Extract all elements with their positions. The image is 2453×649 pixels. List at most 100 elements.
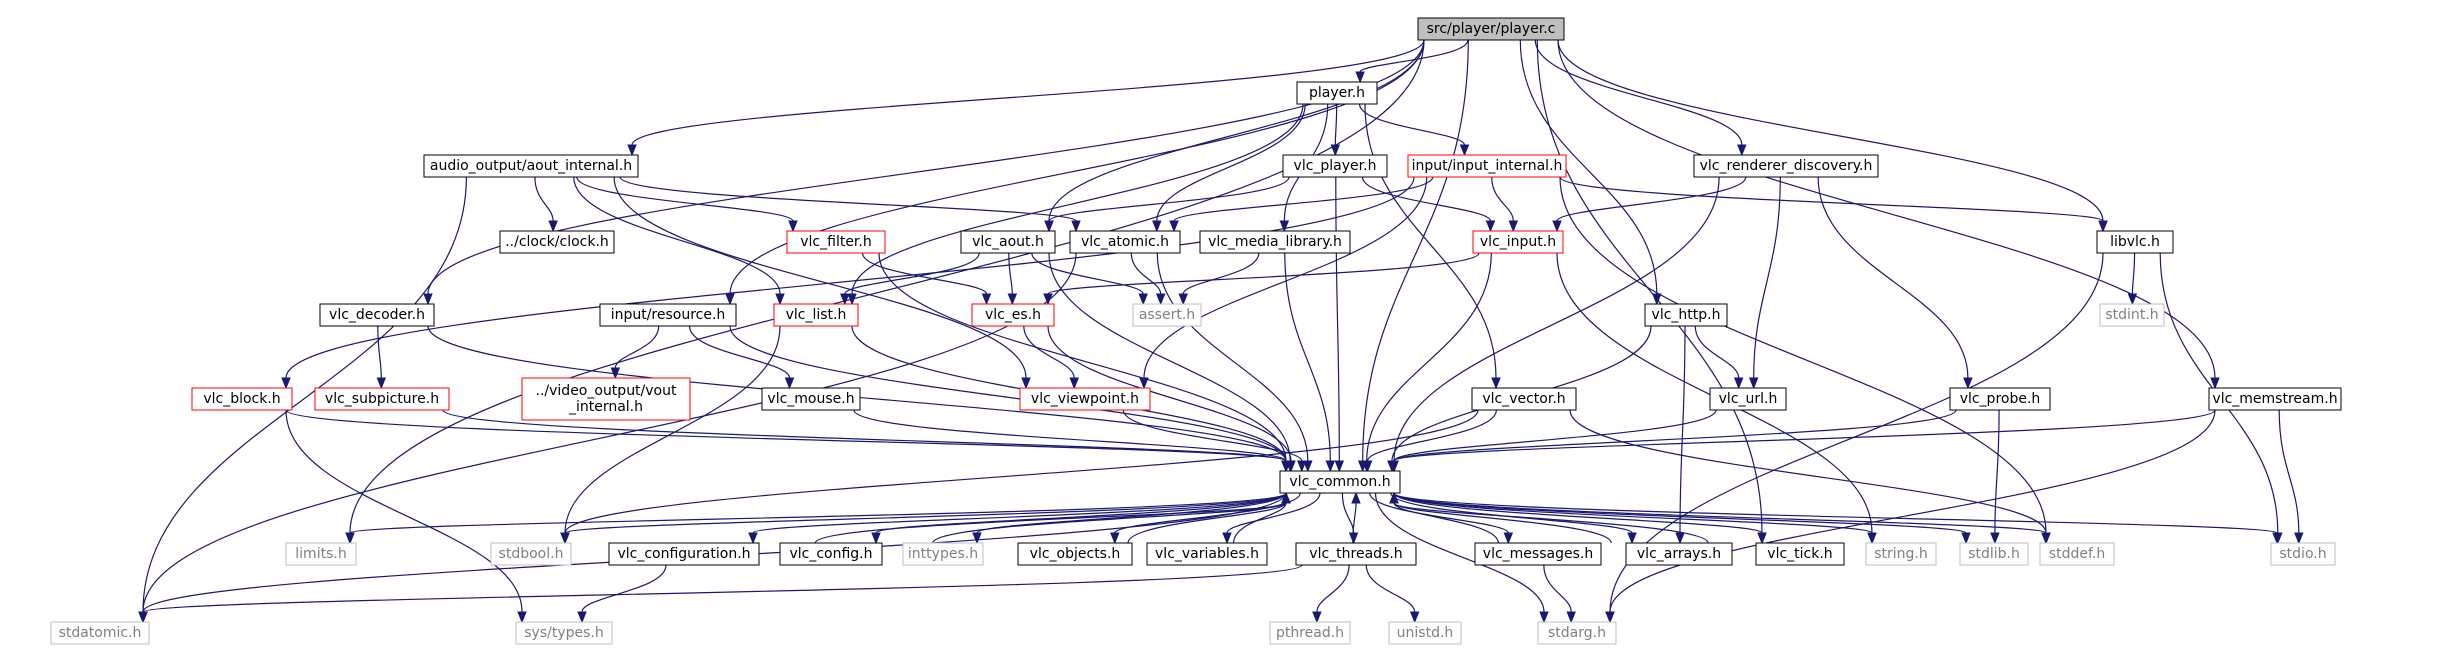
node-stdarg[interactable]: stdarg.h bbox=[1537, 621, 1617, 645]
node-vlc-aout[interactable]: vlc_aout.h bbox=[960, 230, 1056, 254]
node-vlc-vector[interactable]: vlc_vector.h bbox=[1471, 387, 1577, 411]
node-vlc-viewpoint[interactable]: vlc_viewpoint.h bbox=[1019, 387, 1151, 411]
node-label: vlc_block.h bbox=[203, 391, 280, 407]
node-box bbox=[423, 154, 639, 178]
node-vlc-objects[interactable]: vlc_objects.h bbox=[1017, 542, 1133, 566]
node-vlc-http[interactable]: vlc_http.h bbox=[1644, 303, 1728, 327]
node-label: _internal.h bbox=[568, 399, 643, 415]
node-stdint[interactable]: stdint.h bbox=[2099, 303, 2165, 327]
edge-vlc_threads-to-vlc_common bbox=[1351, 491, 1361, 544]
node-player-h[interactable]: player.h bbox=[1296, 81, 1378, 105]
node-vlc-input[interactable]: vlc_input.h bbox=[1472, 230, 1564, 254]
node-assert[interactable]: assert.h bbox=[1132, 303, 1202, 327]
node-stdlib[interactable]: stdlib.h bbox=[1959, 542, 2029, 566]
node-box bbox=[773, 303, 859, 327]
edge-vlc_common-to-string bbox=[1393, 492, 1877, 545]
node-box bbox=[1709, 387, 1787, 411]
node-vlc-player[interactable]: vlc_player.h bbox=[1282, 154, 1388, 178]
edge-input_internal-to-vlc_block bbox=[281, 176, 1415, 390]
edge-input_internal-to-vlc_atomic bbox=[1169, 176, 1434, 233]
node-input-internal[interactable]: input/input_internal.h bbox=[1407, 154, 1567, 178]
node-vlc-block[interactable]: vlc_block.h bbox=[191, 387, 293, 411]
node-box bbox=[1644, 303, 1728, 327]
node-label: vlc_player.h bbox=[1294, 158, 1377, 174]
node-label: vlc_input.h bbox=[1480, 234, 1556, 250]
node-pthread[interactable]: pthread.h bbox=[1269, 621, 1351, 645]
node-box bbox=[2270, 542, 2336, 566]
node-stdbool[interactable]: stdbool.h bbox=[490, 542, 572, 566]
node-label: vlc_configuration.h bbox=[617, 546, 750, 562]
edge-vlc_http-to-vlc_url bbox=[1694, 325, 1744, 390]
node-vlc-config[interactable]: vlc_config.h bbox=[779, 542, 883, 566]
node-label: vlc_aout.h bbox=[972, 234, 1044, 250]
node-stdatomic[interactable]: stdatomic.h bbox=[50, 621, 150, 645]
node-vlc-filter[interactable]: vlc_filter.h bbox=[786, 230, 886, 254]
node-sys-types[interactable]: sys/types.h bbox=[515, 621, 613, 645]
edge-vlc_aout-to-assert bbox=[1031, 252, 1148, 306]
node-vlc-arrays[interactable]: vlc_arrays.h bbox=[1625, 542, 1733, 566]
node-vlc-list[interactable]: vlc_list.h bbox=[773, 303, 859, 327]
edge-vlc_threads-to-pthread bbox=[1312, 564, 1350, 624]
node-box bbox=[1199, 230, 1351, 254]
node-label: vlc_subpicture.h bbox=[325, 391, 439, 407]
node-label: vlc_media_library.h bbox=[1208, 234, 1342, 250]
node-limits[interactable]: limits.h bbox=[285, 542, 357, 566]
node-libvlc[interactable]: libvlc.h bbox=[2096, 230, 2174, 254]
edge-vlc_block-to-sys_types bbox=[285, 409, 527, 624]
node-label: libvlc.h bbox=[2110, 234, 2160, 250]
node-box bbox=[1865, 542, 1937, 566]
node-vlc-common[interactable]: vlc_common.h bbox=[1279, 470, 1401, 494]
node-vlc-threads[interactable]: vlc_threads.h bbox=[1295, 542, 1417, 566]
node-box bbox=[499, 230, 615, 254]
node-input-resource[interactable]: input/resource.h bbox=[599, 303, 737, 327]
edge-libvlc-to-stdint bbox=[2127, 252, 2138, 306]
node-label: vlc_common.h bbox=[1289, 474, 1390, 490]
node-unistd[interactable]: unistd.h bbox=[1388, 621, 1462, 645]
node-label: vlc_es.h bbox=[985, 307, 1041, 323]
node-label: vlc_variables.h bbox=[1155, 546, 1259, 562]
edge-vlc_memstream-to-vlc_common bbox=[1389, 409, 2216, 473]
node-vlc-url[interactable]: vlc_url.h bbox=[1709, 387, 1787, 411]
node-vlc-atomic[interactable]: vlc_atomic.h bbox=[1069, 230, 1181, 254]
node-vlc-probe[interactable]: vlc_probe.h bbox=[1949, 387, 2051, 411]
node-label: audio_output/aout_internal.h bbox=[430, 158, 632, 174]
node-vlc-renderer[interactable]: vlc_renderer_discovery.h bbox=[1693, 154, 1879, 178]
edge-vlc_player-to-vlc_common bbox=[1334, 176, 1345, 473]
node-box bbox=[1282, 154, 1388, 178]
node-label: unistd.h bbox=[1397, 625, 1454, 641]
node-string[interactable]: string.h bbox=[1865, 542, 1937, 566]
edge-vlc_aout-to-vlc_list bbox=[840, 252, 980, 306]
node-label: pthread.h bbox=[1276, 625, 1344, 641]
node-vlc-configuration[interactable]: vlc_configuration.h bbox=[608, 542, 760, 566]
node-box bbox=[1959, 542, 2029, 566]
edge-vlc_common-to-stddef bbox=[1393, 492, 2051, 545]
node-vlc-memstream[interactable]: vlc_memstream.h bbox=[2208, 387, 2342, 411]
node-vlc-messages[interactable]: vlc_messages.h bbox=[1474, 542, 1602, 566]
node-vout-internal[interactable]: ../video_output/vout_internal.h bbox=[521, 377, 691, 421]
node-vlc-media-library[interactable]: vlc_media_library.h bbox=[1199, 230, 1351, 254]
edge-vlc_probe-to-vlc_common bbox=[1389, 409, 1957, 473]
node-box bbox=[1269, 621, 1351, 645]
node-stddef[interactable]: stddef.h bbox=[2039, 542, 2115, 566]
node-vlc-decoder[interactable]: vlc_decoder.h bbox=[319, 303, 435, 327]
node-label: vlc_mouse.h bbox=[767, 391, 854, 407]
node-box bbox=[971, 303, 1055, 327]
node-inttypes[interactable]: inttypes.h bbox=[902, 542, 984, 566]
node-box bbox=[2096, 230, 2174, 254]
node-vlc-tick[interactable]: vlc_tick.h bbox=[1755, 542, 1845, 566]
node-vlc-variables[interactable]: vlc_variables.h bbox=[1146, 542, 1268, 566]
node-label: stdbool.h bbox=[499, 546, 564, 562]
edge-vlc_threads-to-unistd bbox=[1365, 564, 1420, 624]
node-label: vlc_http.h bbox=[1652, 307, 1721, 323]
node-vlc-es[interactable]: vlc_es.h bbox=[971, 303, 1055, 327]
node-vlc-mouse[interactable]: vlc_mouse.h bbox=[761, 387, 861, 411]
node-stdio[interactable]: stdio.h bbox=[2270, 542, 2336, 566]
node-aout-internal[interactable]: audio_output/aout_internal.h bbox=[423, 154, 639, 178]
node-clock[interactable]: ../clock/clock.h bbox=[499, 230, 615, 254]
node-vlc-subpicture[interactable]: vlc_subpicture.h bbox=[314, 387, 450, 411]
edge-vlc_common-to-vlc_configuration bbox=[748, 492, 1287, 545]
node-box bbox=[1146, 542, 1268, 566]
node-label: stddef.h bbox=[2049, 546, 2105, 562]
edges-layer bbox=[138, 39, 2304, 624]
edge-vlc_decoder-to-vlc_subpicture bbox=[376, 325, 387, 390]
